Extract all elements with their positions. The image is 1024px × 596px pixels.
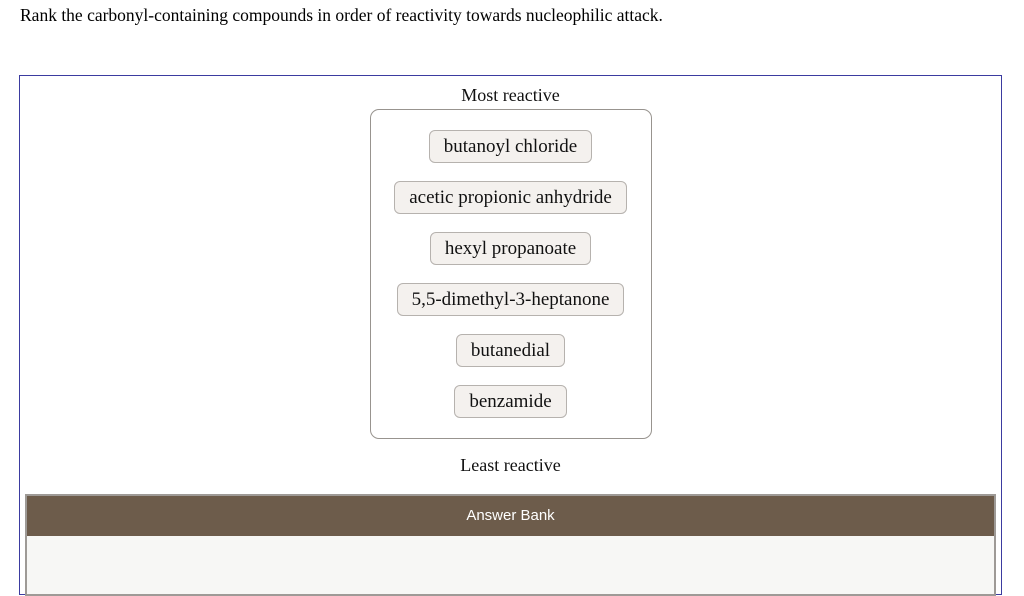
question-text: Rank the carbonyl-containing compounds i…	[20, 5, 663, 25]
answer-bank-drop-area[interactable]	[27, 536, 994, 576]
most-reactive-label: Most reactive	[461, 85, 560, 105]
answer-bank: Answer Bank	[25, 494, 996, 596]
rank-item-butanedial[interactable]: butanedial	[455, 334, 566, 367]
rank-item-acetic-propionic-anhydride[interactable]: acetic propionic anhydride	[394, 181, 627, 214]
ranking-panel: Most reactive butanoyl chloride acetic p…	[19, 75, 1002, 596]
rank-item-hexyl-propanoate[interactable]: hexyl propanoate	[429, 232, 592, 265]
ranking-drop-area[interactable]: butanoyl chloride acetic propionic anhyd…	[369, 109, 652, 439]
rank-item-benzamide[interactable]: benzamide	[454, 385, 567, 418]
least-reactive-label: Least reactive	[460, 455, 561, 475]
rank-item-5-5-dimethyl-3-heptanone[interactable]: 5,5-dimethyl-3-heptanone	[396, 283, 625, 316]
answer-bank-header: Answer Bank	[27, 496, 994, 536]
rank-item-butanoyl-chloride[interactable]: butanoyl chloride	[428, 130, 593, 163]
